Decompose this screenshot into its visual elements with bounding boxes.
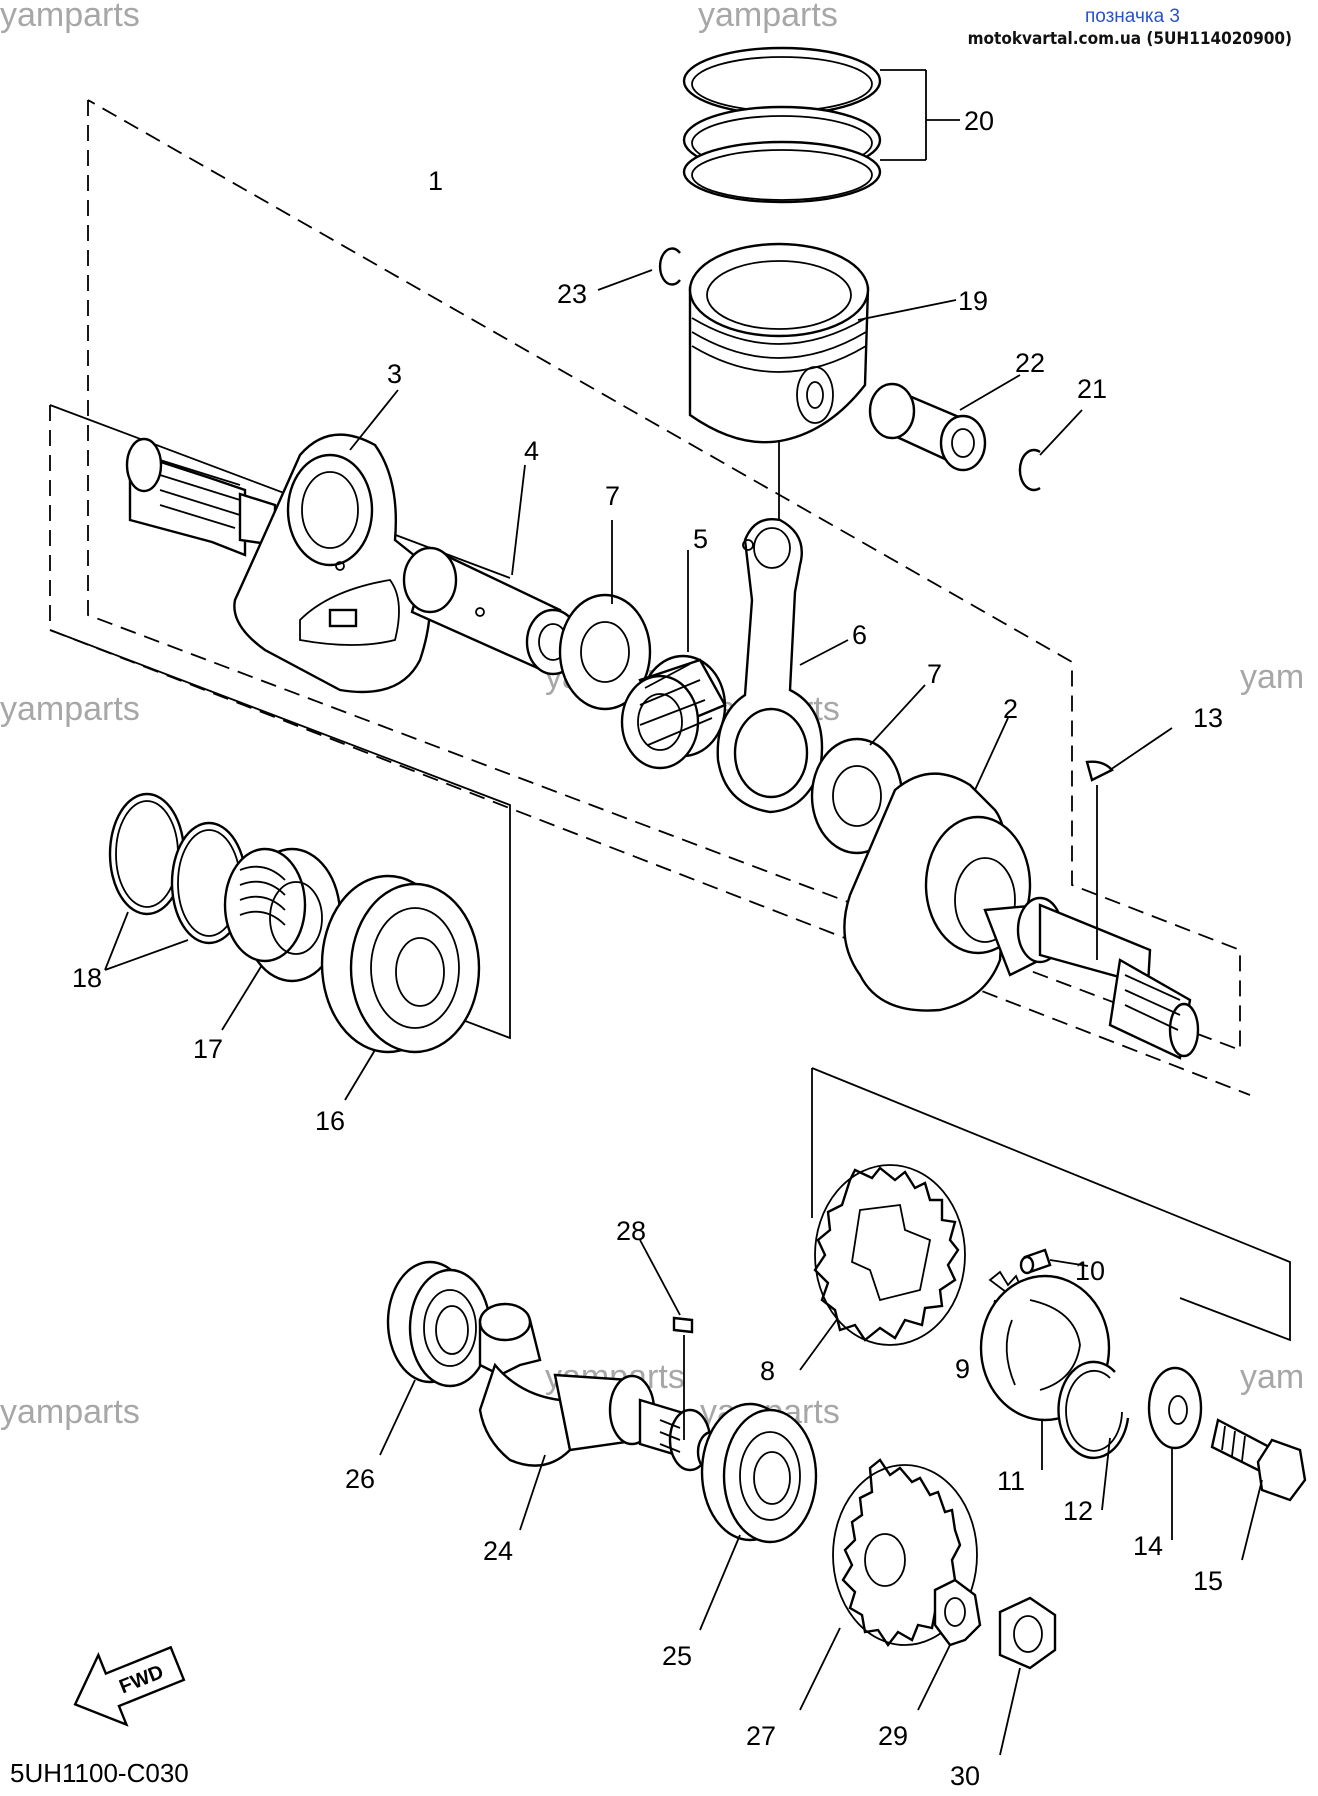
watermark: yam (1240, 658, 1304, 696)
balancer-bearing-left (379, 1260, 492, 1456)
bolt (1210, 1418, 1307, 1561)
watermark: yamparts (0, 690, 140, 728)
callout-17: 17 (193, 1034, 223, 1064)
piston-rings (682, 46, 960, 204)
callout-8: 8 (760, 1356, 775, 1386)
balancer-shaft (478, 1302, 728, 1531)
callout-7b: 7 (927, 659, 942, 689)
callout-10: 10 (1075, 1256, 1105, 1286)
callout-9: 9 (955, 1354, 970, 1384)
callout-1: 1 (428, 166, 443, 196)
callout-13: 13 (1193, 703, 1223, 733)
watermark: yamparts (0, 1393, 140, 1431)
watermark: yamparts (698, 0, 838, 34)
piston-pin-clip-right (1018, 409, 1083, 492)
piston (688, 242, 957, 520)
fwd-arrow: FWD (73, 1645, 186, 1727)
oil-seal (221, 847, 342, 1031)
callout-24: 24 (483, 1536, 513, 1566)
piston-pin-clip-left (597, 247, 681, 291)
crankshaft-assembly-outline (87, 99, 1241, 1052)
callout-18: 18 (72, 963, 102, 993)
callout-27: 27 (746, 1721, 776, 1751)
callout-21: 21 (1077, 374, 1107, 404)
woodruff-key (1085, 727, 1173, 960)
balancer-driven-gear (799, 1458, 978, 1711)
watermark: yamparts (0, 0, 140, 34)
piston-pin (868, 374, 1021, 472)
balancer-key (639, 1239, 694, 1440)
damper-pin (1019, 1248, 1089, 1275)
callout-23: 23 (557, 279, 587, 309)
callout-12: 12 (1063, 1496, 1093, 1526)
crank-pin (402, 464, 581, 676)
lock-washer (917, 1578, 982, 1711)
diagram-code: 5UH1100-C030 (10, 1758, 189, 1788)
callout-29: 29 (878, 1721, 908, 1751)
callout-16: 16 (315, 1106, 345, 1136)
callout-25: 25 (662, 1641, 692, 1671)
callout-3: 3 (387, 359, 402, 389)
callout-19: 19 (958, 286, 988, 316)
balancer-bearing-right (699, 1402, 818, 1631)
crank-wheel-right (843, 717, 1200, 1060)
callout-28: 28 (616, 1216, 646, 1246)
connecting-rod (716, 518, 849, 814)
header-source: motokvartal.com.ua (5UH114020900) (968, 29, 1292, 49)
washer (1147, 1366, 1203, 1540)
callout-20: 20 (964, 106, 994, 136)
callout-4: 4 (524, 436, 539, 466)
callout-5: 5 (693, 524, 708, 554)
nut (998, 1596, 1057, 1756)
callout-7: 7 (605, 481, 620, 511)
callout-6: 6 (852, 620, 867, 650)
callout-22: 22 (1015, 348, 1045, 378)
callout-26: 26 (345, 1464, 375, 1494)
watermark: yam (1240, 1358, 1304, 1396)
o-rings (104, 792, 248, 971)
callout-11: 11 (997, 1466, 1025, 1496)
main-bearing-left (320, 874, 481, 1101)
header-title: позначка 3 (1085, 6, 1180, 27)
callout-14: 14 (1133, 1531, 1163, 1561)
callout-30: 30 (950, 1761, 980, 1791)
callout-2: 2 (1003, 694, 1018, 724)
crank-wheel-left (125, 389, 432, 694)
balancer-drive-gear (799, 1164, 966, 1371)
callout-15: 15 (1193, 1566, 1223, 1596)
circlip (1057, 1360, 1130, 1511)
needle-bearing (620, 550, 727, 770)
thrust-washer-left (558, 520, 652, 711)
